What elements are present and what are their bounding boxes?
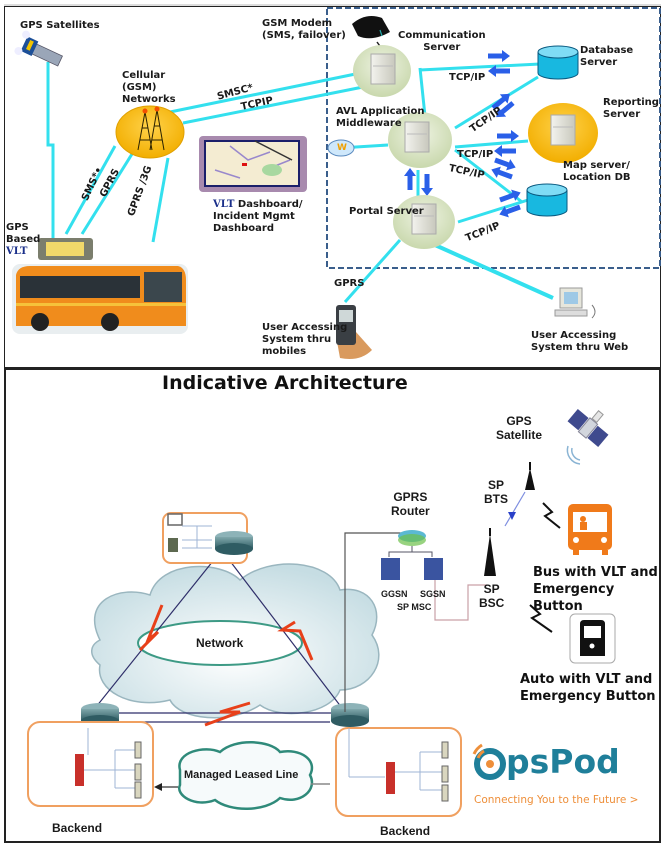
backend-right-box [335,727,462,817]
ggsn-label: GGSN [381,589,408,599]
desktop-computer-icon [554,287,596,319]
auto-vlt-icon [569,613,616,664]
backend-left-label: Backend [52,821,103,835]
reporting-server-label: Reporting Server [603,97,659,120]
tcpip-label-1: TCP/IP [449,72,486,83]
web-cloud-icon [327,139,355,157]
gps-satellite-label: GPS Satellite [496,414,543,442]
cellular-tower-icon [115,105,185,159]
vlt-prefix: VLT [213,199,235,210]
gps-satellite-icon [14,30,63,67]
portal-server-node [393,195,455,249]
gps-satellites-label: GPS Satellites [20,20,100,31]
gps-vlt-device-icon [38,238,93,260]
backend-left-box [27,721,154,807]
portal-server-label: Portal Server [349,206,424,217]
communication-server-node [353,45,411,97]
communication-server-label: Communication Server [398,30,486,53]
database-server-label: Database Server [580,45,634,68]
database-server-icon [537,45,579,80]
vlt-dashboard-text: Dashboard/ Incident Mgmt Dashboard [213,199,303,234]
user-mobile-label: User Accessing System thru mobiles [262,322,348,357]
lightning-links [138,604,314,727]
opspod-logo-icon [472,743,506,780]
gprs-router-label: GPRS Router [391,490,430,518]
sp-bsc-tower-icon [484,528,496,576]
bus-vlt-label: Bus with VLT and Emergency Button [533,565,658,614]
auto-vlt-label: Auto with VLT and Emergency Button [520,672,656,704]
opspod-logo: psPod [474,742,620,781]
top-diagram-graphics [12,7,661,359]
network-links [46,62,554,303]
mobile-phone-icon [336,305,372,359]
reporting-server-node [528,103,598,163]
opspod-logo-text: psPod [506,742,620,781]
network-label: Network [196,636,244,650]
sp-bsc-label: SP BSC [479,582,505,610]
router-icon [215,531,253,555]
avl-middleware-label: AVL Application Middleware [336,106,425,129]
managed-leased-line-cloud [154,741,330,810]
sp-msc-label: SP MSC [397,602,432,612]
managed-leased-line-label: Managed Leased Line [184,769,299,781]
sp-bts-label: SP BTS [484,478,508,506]
web-cloud-label: W [337,143,347,153]
sp-bts-tower-icon [504,462,535,527]
tcpip-label-3: TCP/IP [457,149,494,160]
page-title: Indicative Architecture [162,372,408,394]
network-cloud [91,563,380,719]
user-web-label: User Accessing System thru Web [531,330,629,353]
router-icon [331,703,369,727]
opspod-tagline: Connecting You to the Future > [474,794,639,806]
bus-vlt-icon [568,504,612,555]
location-db-icon [526,183,568,217]
gsm-modem-label: GSM Modem (SMS, failover) [262,18,346,41]
backend-right-label: Backend [380,824,431,838]
bus-image [12,264,188,334]
gps-satellite-bottom-icon [567,409,609,447]
avl-middleware-node [388,112,452,168]
vlt-dashboard-label: VLT Dashboard/ Incident Mgmt Dashboard [213,199,303,235]
server-zone-boundary [326,7,661,269]
wireless-signals [529,502,561,633]
vlt-dashboard-image [199,136,307,192]
cellular-networks-label: Cellular (GSM) Networks [122,70,176,105]
gps-based-label-3: VLT [6,246,28,257]
gps-based-label-1: GPS [6,222,29,233]
gps-based-label-2: Based [6,234,41,245]
gprs-core [344,530,487,712]
map-server-label: Map server/ Location DB [563,160,631,183]
gprs-mobile-label: GPRS [334,278,365,289]
sgsn-label: SGSN [420,589,446,599]
